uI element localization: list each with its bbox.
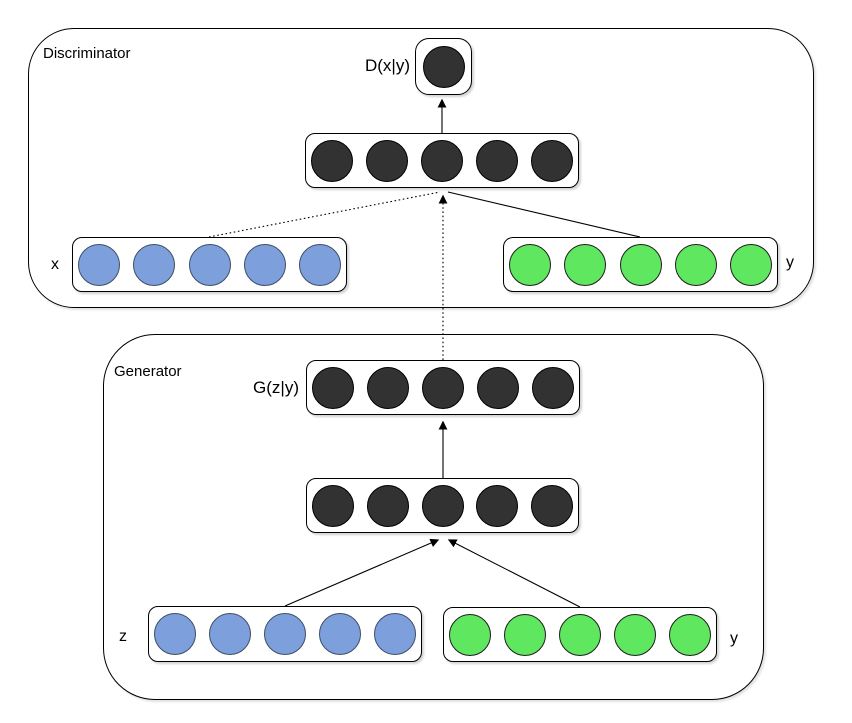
generator-output-layer [306, 360, 580, 415]
y-input-label-generator: y [730, 630, 738, 647]
y-input-neuron [449, 613, 491, 656]
discriminator-output-label: D(x|y) [364, 56, 410, 75]
y-input-neuron [669, 613, 711, 656]
z-input-neuron [319, 613, 361, 655]
generator-output-neuron [312, 366, 354, 409]
y-input-neuron [614, 613, 656, 656]
hidden-neuron [421, 484, 464, 527]
y-input-neuron [619, 243, 662, 286]
y-input-label-discriminator: y [786, 254, 794, 271]
y-input-neuron [559, 613, 601, 656]
y-input-neuron [564, 243, 607, 286]
x-input-neuron [78, 243, 120, 286]
generator-output-label: G(z|y) [253, 378, 299, 397]
x-input-label: x [51, 256, 59, 273]
y-input-neuron [504, 613, 546, 656]
z-input-neuron [209, 613, 251, 655]
hidden-neuron [312, 484, 354, 527]
x-input-neuron [299, 243, 341, 286]
discriminator-output-neuron [422, 45, 465, 88]
z-input-label: z [119, 628, 127, 645]
z-input-neuron [154, 613, 196, 655]
input-layer-x [72, 237, 347, 292]
y-input-neuron [509, 243, 551, 286]
generator-output-neuron [477, 366, 519, 409]
generator-title: Generator [114, 363, 182, 380]
input-layer-y-discriminator [503, 237, 778, 292]
hidden-neuron [476, 139, 518, 182]
hidden-neuron [531, 484, 573, 527]
hidden-neuron [311, 139, 353, 182]
discriminator-hidden-layer [305, 133, 579, 188]
y-input-neuron [674, 243, 717, 286]
discriminator-output-node-box [415, 38, 472, 95]
x-input-neuron [188, 243, 231, 286]
discriminator-title: Discriminator [43, 45, 131, 62]
hidden-neuron [366, 139, 408, 182]
x-input-neuron [133, 243, 176, 286]
z-input-neuron [374, 613, 416, 655]
input-layer-z [148, 606, 422, 662]
z-input-neuron [264, 613, 306, 655]
generator-output-neuron [367, 366, 409, 409]
generator-hidden-layer [306, 478, 579, 533]
input-layer-y-generator [443, 607, 717, 662]
hidden-neuron [366, 484, 409, 527]
generator-output-neuron [422, 366, 464, 409]
y-input-neuron [730, 243, 772, 286]
generator-output-neuron [532, 366, 574, 409]
hidden-neuron [476, 484, 519, 527]
hidden-neuron [531, 139, 573, 182]
x-input-neuron [243, 243, 286, 286]
hidden-neuron [421, 139, 463, 182]
